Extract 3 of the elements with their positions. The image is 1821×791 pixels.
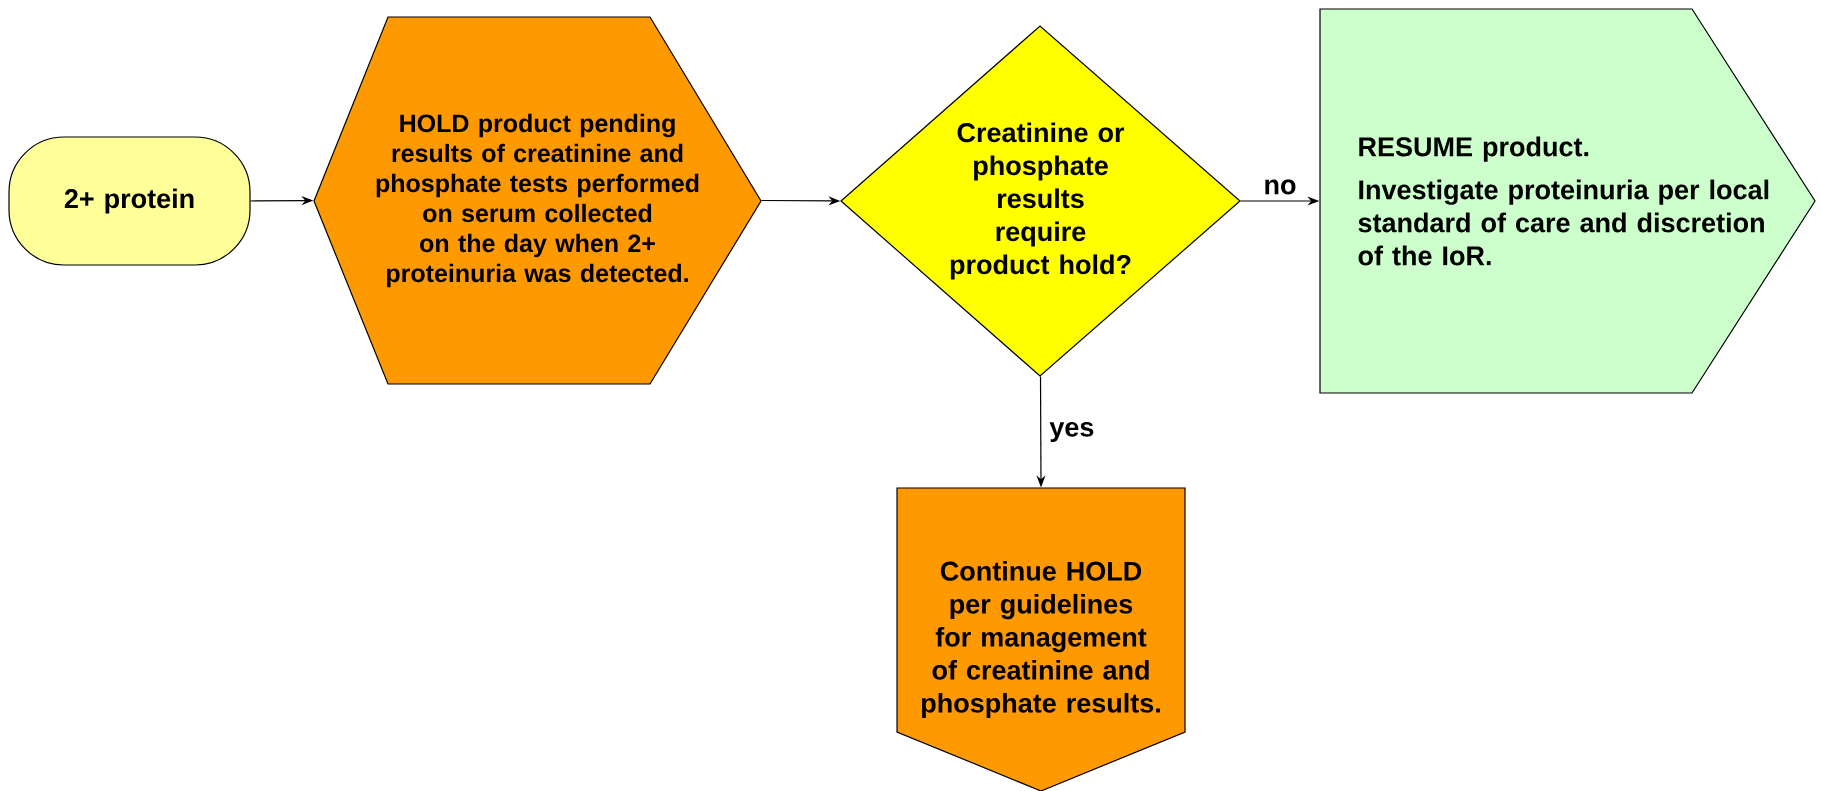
edge-label: yes: [1047, 419, 1097, 445]
edge-label: no: [1261, 177, 1299, 197]
hexagon: HOLD product pending results of creatinine and phosphate tests performed on serum collected on the day when 2+ proteinuria was detected.: [313, 16, 762, 385]
